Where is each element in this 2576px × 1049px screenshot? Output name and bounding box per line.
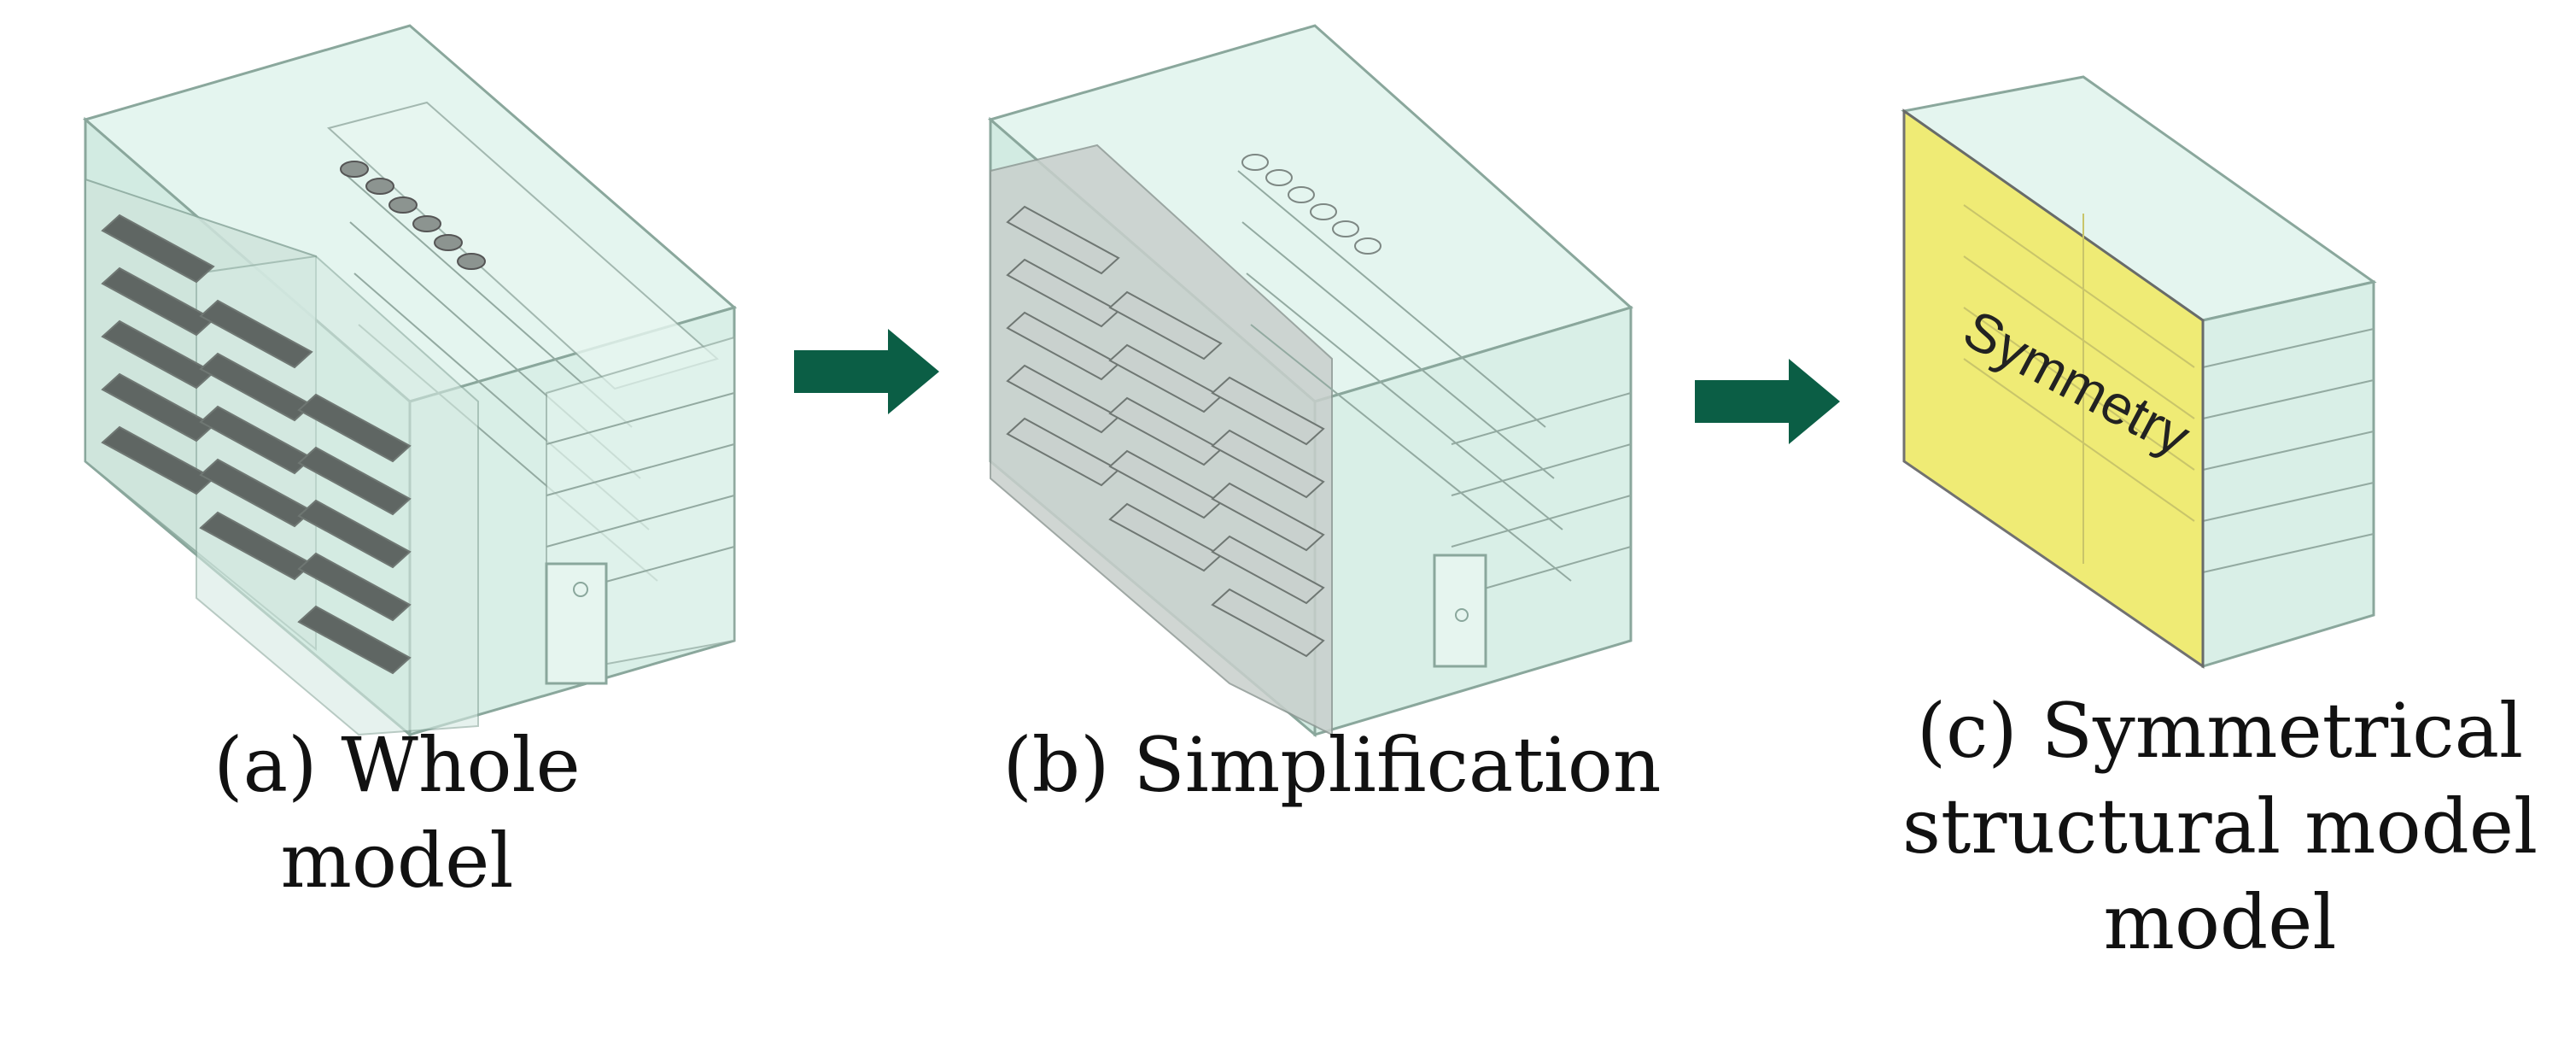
shelf-b-1-0 — [1108, 290, 1223, 360]
shelf-b-2-0 — [1211, 376, 1325, 446]
arrow-b-to-c — [1695, 359, 1840, 444]
container-right-face — [2201, 280, 2375, 669]
shelf-b-2-2 — [1211, 482, 1325, 552]
shelf-a-0-0 — [101, 214, 215, 284]
door-handle — [1455, 608, 1469, 622]
symmetrical-model-panel: Symmetry — [1901, 75, 2377, 669]
shelf-b-2-1 — [1211, 429, 1325, 499]
door-handle — [573, 582, 588, 597]
door — [545, 562, 608, 685]
dark-shelves — [101, 214, 412, 675]
back-rack — [1237, 170, 1632, 599]
arrow-a-to-b — [794, 329, 939, 414]
caption-c-line-3: model — [2103, 878, 2337, 966]
shelf-b-2-4 — [1211, 588, 1325, 658]
shelf-b-2-3 — [1211, 535, 1325, 605]
shelf-b-0-0 — [1006, 205, 1120, 275]
shelf-a-1-0 — [199, 299, 313, 369]
caption-a-line-1: (a) Whole — [213, 721, 581, 809]
simplification-panel — [987, 24, 1634, 738]
whole-model-panel — [82, 24, 738, 738]
caption-b: (b) Simplification — [999, 718, 1665, 813]
caption-c: (c) Symmetrical structural model model — [1887, 683, 2553, 970]
symmetry-plane — [1902, 108, 2205, 669]
door — [1433, 554, 1487, 668]
simplified-shelves — [1006, 205, 1325, 658]
back-rack — [2202, 328, 2374, 573]
shelf-a-2-4 — [297, 605, 412, 675]
vent-holes — [1241, 154, 1381, 255]
shelf-a-2-2 — [297, 499, 412, 569]
shelf-a-2-3 — [297, 552, 412, 622]
caption-c-line-1: (c) Symmetrical — [1916, 687, 2524, 775]
shelf-a-2-0 — [297, 393, 412, 463]
caption-c-line-2: structural model — [1901, 782, 2538, 870]
caption-a: (a) Whole model — [201, 718, 593, 909]
vent-holes — [340, 161, 486, 270]
shelf-a-2-1 — [297, 446, 412, 516]
caption-a-line-2: model — [280, 817, 514, 905]
symmetry-plane-shelves — [1963, 204, 2195, 564]
caption-b-line-1: (b) Simplification — [1002, 721, 1662, 809]
